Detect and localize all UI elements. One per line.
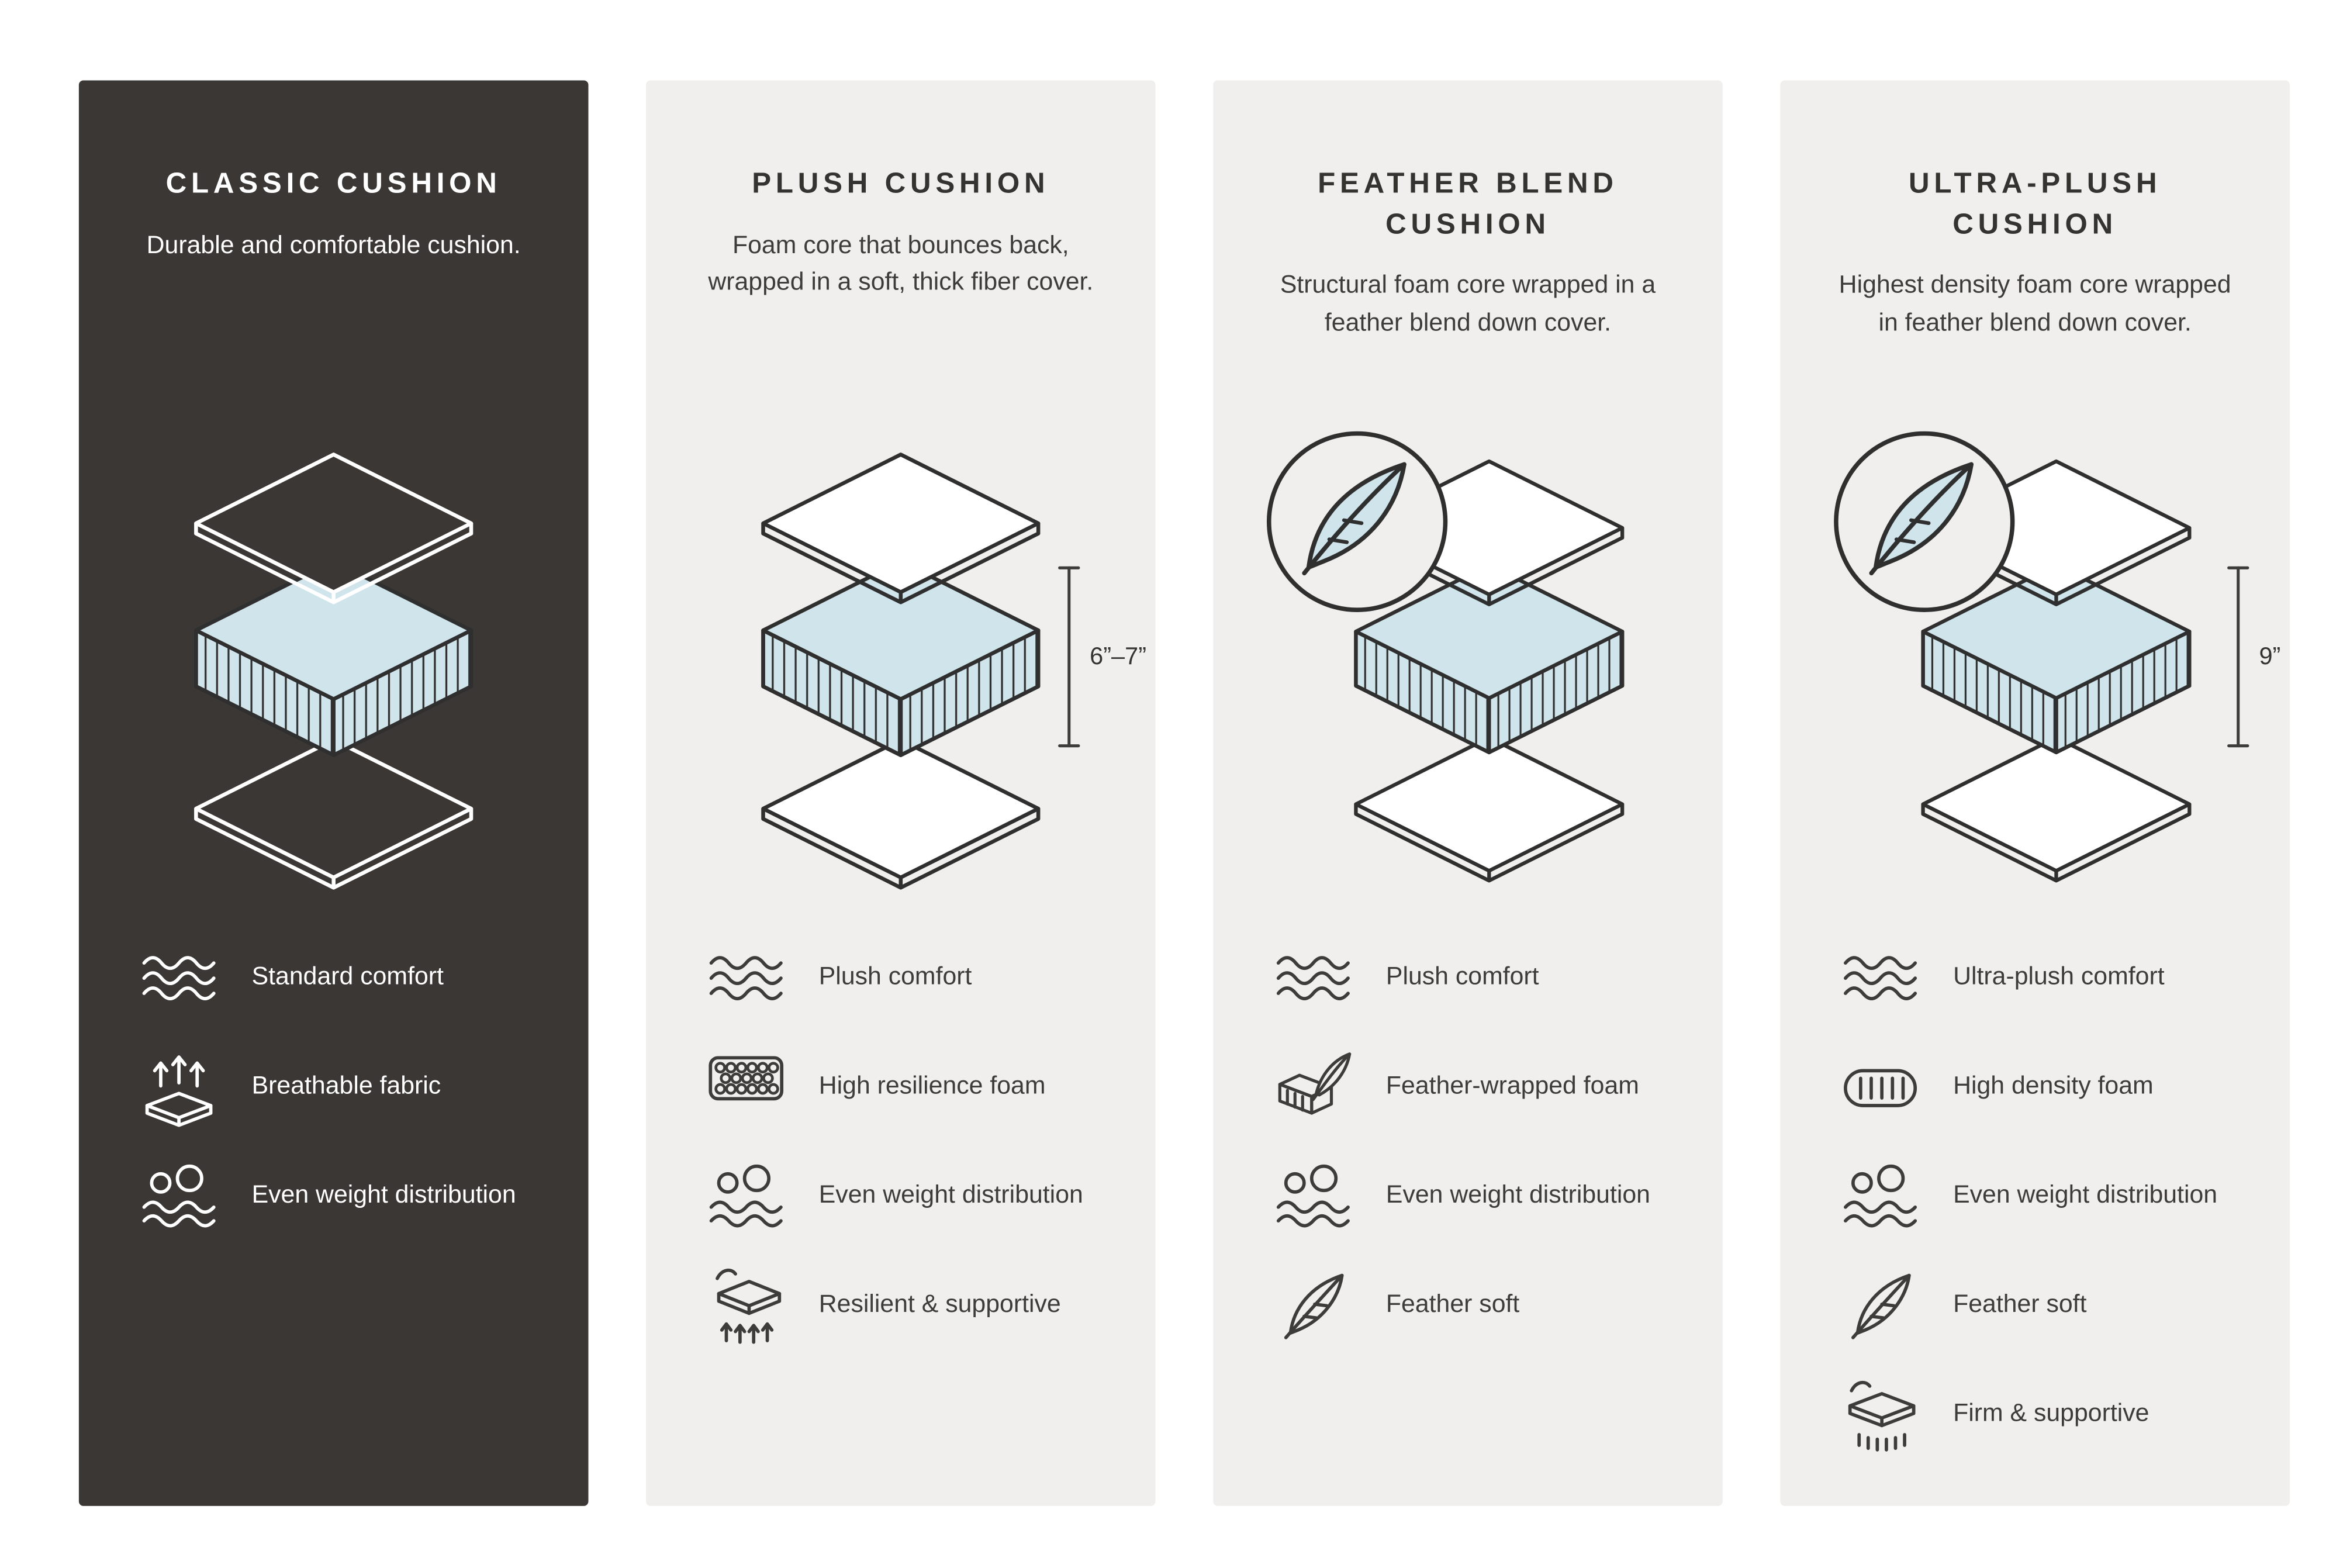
feature-label: Feather-wrapped foam xyxy=(1385,1072,1639,1100)
panel-plush-cushion: PLUSH CUSHION Foam core that bounces bac… xyxy=(646,80,1156,1506)
panel-header: ULTRA-PLUSH CUSHION Highest density foam… xyxy=(1829,80,2241,384)
feature-label: Plush comfort xyxy=(1385,963,1539,991)
feature-label: Breathable fabric xyxy=(251,1072,441,1100)
waves-icon xyxy=(1274,939,1353,1018)
feature-item: Plush comfort xyxy=(1274,939,1674,1018)
cushion-illustration: 6”–7” xyxy=(694,438,1146,893)
feature-label: Feather soft xyxy=(1385,1291,1520,1318)
feature-list: Plush comfort High resilience foam Even … xyxy=(694,939,1107,1345)
feature-item: Even weight distribution xyxy=(1841,1157,2241,1236)
panel-header: CLASSIC CUSHION Durable and comfortable … xyxy=(127,80,540,384)
feather-icon xyxy=(1841,1266,1920,1345)
feature-label: Firm & supportive xyxy=(1953,1400,2149,1428)
feature-label: Even weight distribution xyxy=(1385,1182,1650,1210)
weight-distribution-icon xyxy=(707,1157,786,1236)
measure-line-icon xyxy=(2225,554,2250,763)
feather-badge-icon xyxy=(1829,426,2020,617)
feature-label: Plush comfort xyxy=(818,963,972,991)
weight-distribution-icon xyxy=(1841,1157,1920,1236)
firm-supportive-icon xyxy=(1841,1376,1920,1455)
feature-item: Feather soft xyxy=(1841,1266,2241,1345)
panel-header: FEATHER BLEND CUSHION Structural foam co… xyxy=(1262,80,1674,384)
feature-label: Standard comfort xyxy=(251,963,444,991)
feature-item: Even weight distribution xyxy=(707,1157,1107,1236)
panel-title: FEATHER BLEND CUSHION xyxy=(1318,168,1618,241)
feature-list: Plush comfort Feather-wrapped foam Even … xyxy=(1262,939,1674,1345)
panel-description: Highest density foam core wrapped in fea… xyxy=(1838,271,2231,337)
panel-description: Durable and comfortable cushion. xyxy=(146,231,521,259)
panel-classic-cushion: CLASSIC CUSHION Durable and comfortable … xyxy=(78,80,589,1506)
cushion-illustration xyxy=(127,438,540,893)
weight-distribution-icon xyxy=(1274,1157,1353,1236)
panel-title: ULTRA-PLUSH CUSHION xyxy=(1908,168,2162,241)
weight-distribution-icon xyxy=(140,1157,219,1236)
feature-label: High density foam xyxy=(1953,1072,2154,1100)
feature-item: Resilient & supportive xyxy=(707,1266,1107,1345)
breathable-fabric-icon xyxy=(140,1048,219,1127)
height-measurement: 6”–7” xyxy=(1056,554,1146,763)
waves-icon xyxy=(707,939,786,1018)
feature-label: Ultra-plush comfort xyxy=(1953,963,2165,991)
feature-label: Even weight distribution xyxy=(251,1182,516,1210)
feature-item: Breathable fabric xyxy=(140,1048,540,1127)
feature-item: Feather-wrapped foam xyxy=(1274,1048,1674,1127)
feature-item: Standard comfort xyxy=(140,939,540,1018)
feather-badge-icon xyxy=(1262,426,1453,617)
feature-label: High resilience foam xyxy=(818,1072,1046,1100)
panel-title: PLUSH CUSHION xyxy=(752,168,1050,201)
cushion-illustration: 9” xyxy=(1829,438,2280,893)
feather-wrapped-foam-icon xyxy=(1274,1048,1353,1127)
measure-line-icon xyxy=(1056,554,1081,763)
measurement-label: 6”–7” xyxy=(1090,644,1147,671)
feature-label: Even weight distribution xyxy=(818,1182,1083,1210)
feature-item: High resilience foam xyxy=(707,1048,1107,1127)
resilient-supportive-icon xyxy=(707,1266,786,1345)
panel-ultra-plush-cushion: ULTRA-PLUSH CUSHION Highest density foam… xyxy=(1780,80,2290,1506)
layered-cushion-icon xyxy=(710,444,1092,890)
panel-title: CLASSIC CUSHION xyxy=(165,168,502,201)
feature-item: High density foam xyxy=(1841,1048,2241,1127)
cushion-illustration xyxy=(1262,438,1674,893)
feature-item: Ultra-plush comfort xyxy=(1841,939,2241,1018)
waves-icon xyxy=(1841,939,1920,1018)
feather-icon xyxy=(1274,1266,1353,1345)
feature-list: Standard comfort Breathable fabric Even … xyxy=(127,939,540,1236)
feature-item: Feather soft xyxy=(1274,1266,1674,1345)
feature-item: Even weight distribution xyxy=(140,1157,540,1236)
feature-label: Even weight distribution xyxy=(1953,1182,2218,1210)
height-measurement: 9” xyxy=(2225,554,2280,763)
layered-cushion-icon xyxy=(143,444,525,890)
panel-description: Structural foam core wrapped in a feathe… xyxy=(1280,271,1656,337)
feature-label: Feather soft xyxy=(1953,1291,2087,1318)
feature-item: Plush comfort xyxy=(707,939,1107,1018)
feature-label: Resilient & supportive xyxy=(818,1291,1061,1318)
feature-list: Ultra-plush comfort High density foam Ev… xyxy=(1829,939,2241,1455)
panel-header: PLUSH CUSHION Foam core that bounces bac… xyxy=(694,80,1107,384)
high-density-foam-icon xyxy=(1841,1048,1920,1127)
honeycomb-foam-icon xyxy=(707,1048,786,1127)
feature-item: Even weight distribution xyxy=(1274,1157,1674,1236)
panel-feather-blend-cushion: FEATHER BLEND CUSHION Structural foam co… xyxy=(1213,80,1723,1506)
feature-item: Firm & supportive xyxy=(1841,1376,2241,1455)
panel-row: CLASSIC CUSHION Durable and comfortable … xyxy=(78,80,2290,1506)
panel-description: Foam core that bounces back, wrapped in … xyxy=(708,231,1094,296)
measurement-label: 9” xyxy=(2259,644,2281,671)
waves-icon xyxy=(140,939,219,1018)
